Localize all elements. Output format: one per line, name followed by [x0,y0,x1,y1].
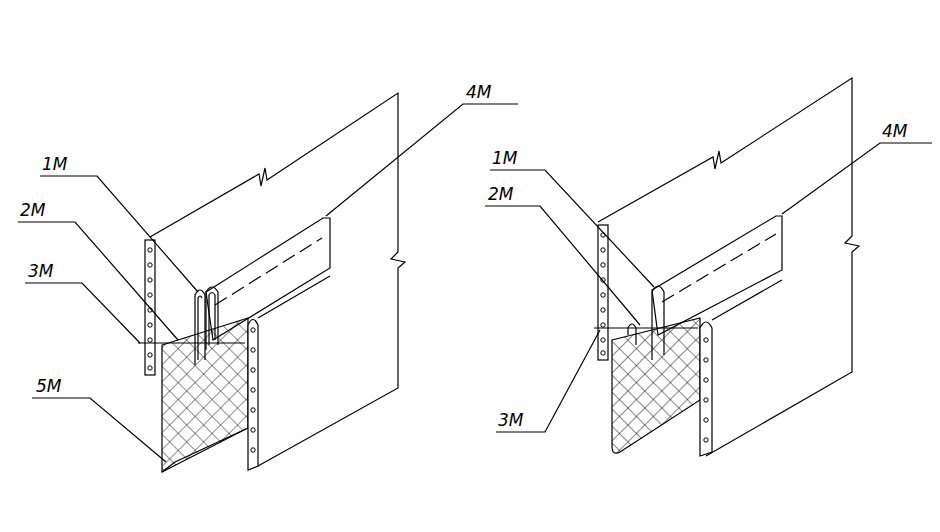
callout-number: 4M [882,121,907,141]
callout-number: 5M [36,376,61,396]
callout-number: 1M [492,148,517,168]
callout-number: 4M [466,82,491,102]
callout-number: 3M [498,410,523,430]
callout-number: 1M [42,154,67,174]
callout-number: 3M [28,261,53,281]
callout-number: 2M [20,200,45,220]
callout-number: 2M [488,184,513,204]
